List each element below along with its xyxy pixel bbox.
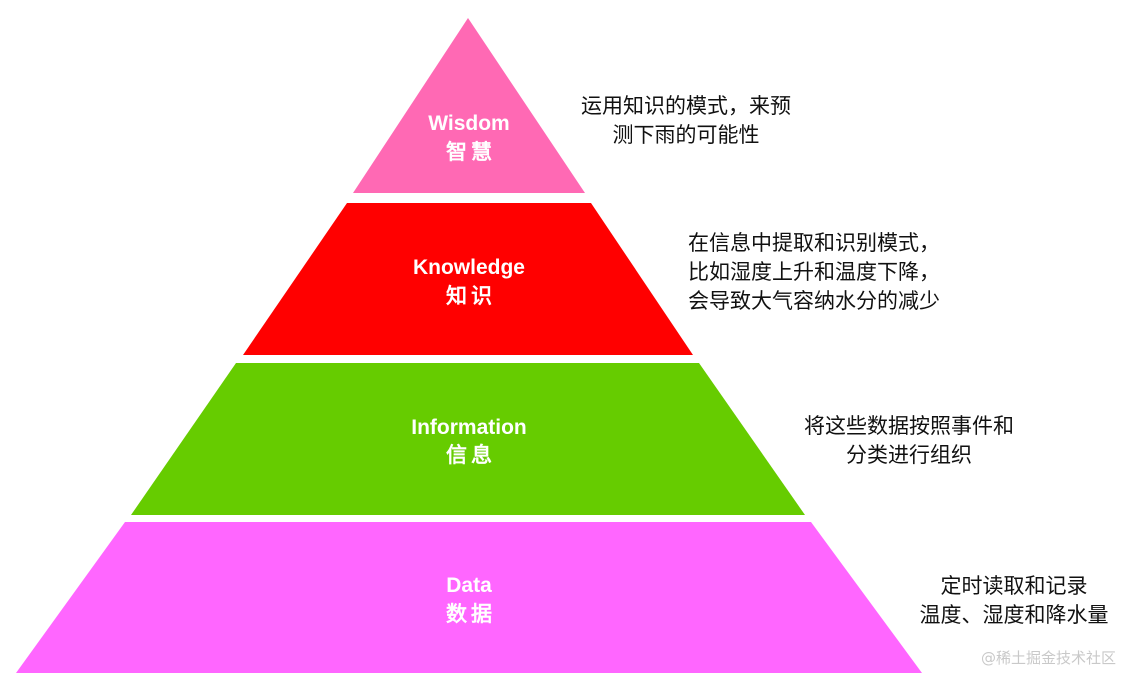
description-wisdom: 运用知识的模式，来预 测下雨的可能性: [566, 92, 806, 150]
tier-label-en-wisdom: Wisdom: [428, 112, 509, 135]
description-line: 会导致大气容纳水分的减少: [688, 289, 940, 313]
tier-label-zh-information: 信息: [446, 443, 496, 467]
description-line: 温度、湿度和降水量: [919, 603, 1109, 627]
tier-label-zh-data: 数据: [446, 602, 496, 626]
tier-label-zh-wisdom: 智慧: [446, 140, 496, 164]
description-line: 比如湿度上升和温度下降，: [688, 260, 940, 284]
tier-shape-information: [131, 363, 805, 515]
description-line: 测下雨的可能性: [612, 123, 760, 147]
tier-label-en-information: Information: [411, 416, 527, 439]
tier-shape-wisdom: [353, 18, 585, 193]
tier-shape-data: [16, 522, 922, 673]
description-line: 将这些数据按照事件和: [804, 414, 1014, 438]
description-line: 定时读取和记录: [940, 574, 1088, 598]
description-information: 将这些数据按照事件和 分类进行组织: [789, 412, 1029, 470]
tier-shape-knowledge: [243, 203, 693, 355]
tier-label-en-knowledge: Knowledge: [413, 256, 525, 279]
description-line: 在信息中提取和识别模式，: [688, 231, 940, 255]
tier-label-zh-knowledge: 知识: [446, 284, 496, 308]
description-knowledge: 在信息中提取和识别模式， 比如湿度上升和温度下降， 会导致大气容纳水分的减少: [672, 229, 956, 316]
tier-label-en-data: Data: [446, 574, 492, 597]
description-line: 运用知识的模式，来预: [581, 94, 791, 118]
watermark: @稀土掘金技术社区: [980, 649, 1116, 667]
description-line: 分类进行组织: [846, 443, 972, 467]
description-data: 定时读取和记录 温度、湿度和降水量: [904, 572, 1124, 630]
